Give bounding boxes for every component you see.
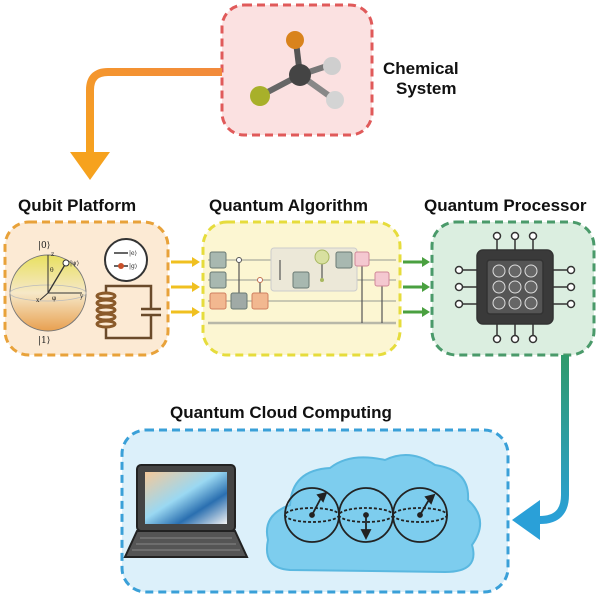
laptop-icon [123, 464, 249, 558]
molecule-icon [250, 31, 344, 109]
qubit-platform-node: |0⟩ |1⟩ |ψ⟩ θ φ x y z |e⟩ |g⟩ [3, 220, 170, 357]
arrow-chemical-to-qubit [70, 68, 222, 180]
y-axis-label: y [79, 293, 84, 300]
chemical-system-label-line2: System [396, 79, 456, 98]
qubit-spheres-icon [284, 487, 448, 543]
energy-levels-icon: |e⟩ |g⟩ [104, 238, 148, 282]
quantum-circuit-icon [208, 247, 396, 325]
quantum-cloud-computing-label: Quantum Cloud Computing [170, 403, 392, 422]
arrows-algorithm-to-processor [403, 257, 430, 317]
ket-g-label: |g⟩ [129, 263, 137, 270]
quantum-cloud-node [120, 428, 510, 594]
arrows-qubit-to-algorithm [171, 257, 200, 317]
theta-label: θ [50, 267, 54, 274]
chemical-system-label-line1: Chemical [383, 59, 459, 78]
chemical-system-node: Chemical System [220, 3, 459, 137]
ket-e-label: |e⟩ [129, 250, 137, 257]
arrow-processor-to-cloud [512, 355, 569, 540]
psi-label: |ψ⟩ [70, 260, 79, 267]
qubit-platform-label: Qubit Platform [18, 196, 136, 215]
z-axis-label: z [51, 251, 54, 258]
x-axis-label: x [36, 297, 40, 304]
phi-label: φ [52, 295, 56, 302]
ket-0-label: |0⟩ [38, 241, 50, 251]
quantum-processor-label: Quantum Processor [424, 196, 587, 215]
bloch-sphere-icon: |0⟩ |1⟩ |ψ⟩ θ φ x y z [9, 241, 87, 346]
quantum-algorithm-label: Quantum Algorithm [209, 196, 368, 215]
quantum-algorithm-node [201, 220, 402, 357]
cloud-icon [266, 454, 481, 574]
lc-circuit-icon [95, 284, 161, 340]
quantum-processor-node [430, 220, 596, 357]
processor-chip-icon [454, 231, 576, 344]
ket-1-label: |1⟩ [38, 336, 50, 346]
